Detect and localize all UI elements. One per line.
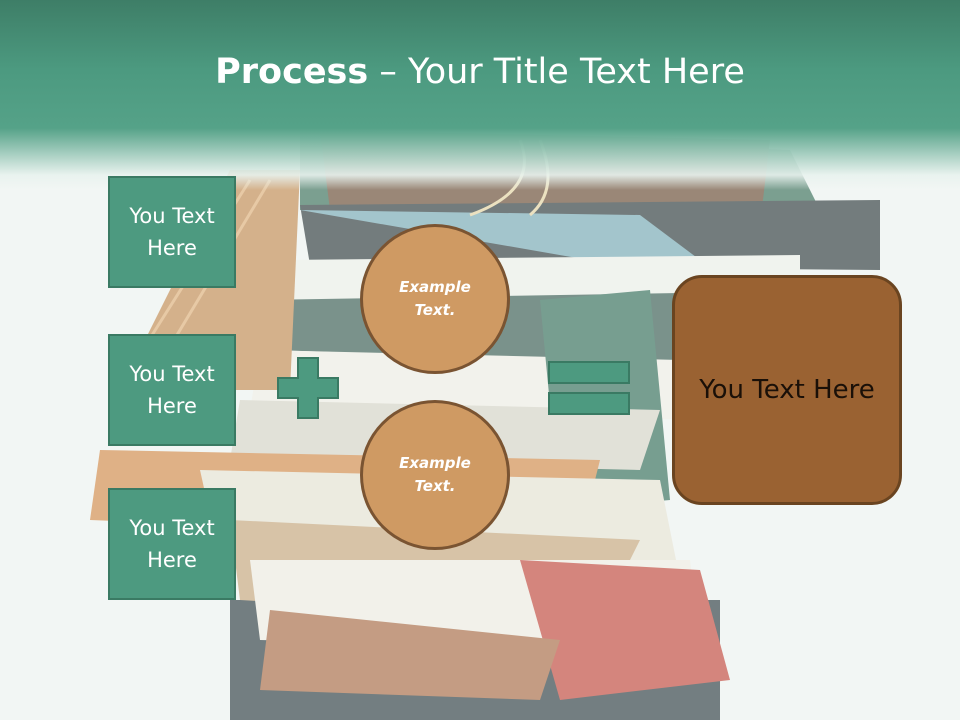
left-text-box-1-line2: Here xyxy=(147,236,197,260)
left-text-box-3-line2: Here xyxy=(147,548,197,572)
result-text-box[interactable]: You Text Here xyxy=(672,275,902,505)
left-text-box-1-line1: You Text xyxy=(129,204,215,228)
plus-icon xyxy=(277,357,339,419)
title-bar xyxy=(0,0,960,190)
result-text-label: You Text Here xyxy=(699,375,875,405)
example-circle-2-line2: Text. xyxy=(414,477,456,495)
left-text-box-3-line1: You Text xyxy=(129,516,215,540)
example-circle-1-line2: Text. xyxy=(414,301,456,319)
left-text-box-2-line2: Here xyxy=(147,394,197,418)
left-text-box-2-line1: You Text xyxy=(129,362,215,386)
example-circle-1-line1: Example xyxy=(399,278,471,296)
equals-icon xyxy=(548,361,630,415)
slide-title: Process – Your Title Text Here xyxy=(215,52,745,92)
example-circle-2-line1: Example xyxy=(399,454,471,472)
